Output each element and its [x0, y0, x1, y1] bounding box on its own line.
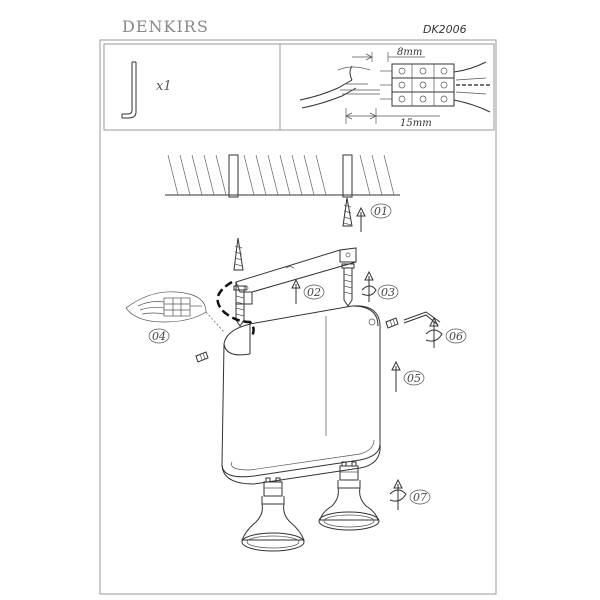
step-07-circle — [409, 489, 431, 505]
rotate-arrow-icon-2 — [425, 316, 443, 348]
step-06-circle — [445, 328, 467, 344]
step-06-label: 06 — [449, 330, 463, 343]
step-01-label: 01 — [374, 205, 388, 218]
up-arrow-icon — [356, 206, 366, 232]
up-arrow-icon-2 — [291, 278, 301, 304]
step-05-circle — [403, 370, 425, 386]
page-frame — [99, 39, 497, 595]
rotate-arrow-icon-3 — [389, 478, 407, 510]
parts-panel — [103, 43, 495, 131]
rotate-arrow-icon — [361, 270, 377, 302]
step-03-circle — [377, 284, 399, 300]
wall-plug-icon-2 — [233, 237, 244, 271]
wire-length-label: 15mm — [400, 118, 432, 129]
strip-length-label: 8mm — [397, 47, 422, 58]
wall-plug-icon — [342, 197, 353, 227]
wire-connection-path — [216, 280, 255, 337]
gu10-bulb-left — [241, 477, 305, 552]
bracket-screw-icon — [233, 285, 247, 327]
step-02-circle — [303, 284, 325, 300]
terminal-inset — [125, 291, 225, 333]
set-screw-icon — [195, 351, 209, 363]
set-screw-icon-2 — [385, 317, 399, 329]
model-number: DK2006 — [423, 23, 467, 36]
gu10-bulb-right — [318, 461, 380, 531]
step-04-circle — [148, 328, 170, 344]
up-arrow-icon-3 — [391, 360, 401, 392]
brand-name: DENKIRS — [122, 17, 209, 36]
step-02-label: 02 — [307, 286, 321, 299]
screw-icon — [341, 263, 355, 307]
step-05-label: 05 — [407, 372, 421, 385]
step-03-label: 03 — [381, 286, 395, 299]
lamp-body — [221, 305, 381, 485]
ceiling-hatch — [165, 154, 400, 198]
allen-key-quantity: x1 — [156, 79, 172, 94]
allen-key-small-icon — [403, 311, 441, 326]
step-07-label: 07 — [413, 491, 427, 504]
wiring-terminal-diagram: 8mm — [299, 47, 491, 129]
step-04-label: 04 — [152, 330, 166, 343]
allen-key-icon — [121, 61, 137, 119]
step-01-circle — [370, 203, 392, 219]
